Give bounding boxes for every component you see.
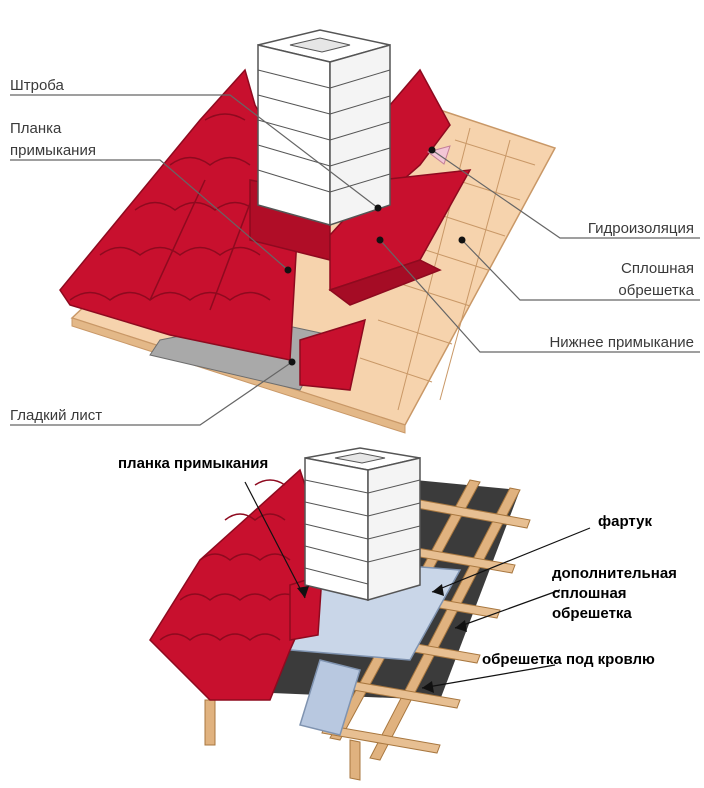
bottom-leader-arrows — [297, 584, 467, 693]
bottom-chimney — [304, 447, 421, 601]
top-leader-lines — [10, 94, 700, 426]
bottom-roof-illustration — [149, 447, 531, 781]
label-solid-sheathing-1: Сплошная — [621, 260, 694, 277]
label-solid-sheathing-2: обрешетка — [618, 282, 694, 299]
label-smooth-sheet: Гладкий лист — [10, 407, 102, 424]
label-extra-sheathing-2: сплошная — [552, 585, 627, 602]
top-leader-dots — [284, 146, 466, 366]
label-chase: Штроба — [10, 77, 65, 94]
bottom-tile-waves — [159, 479, 301, 641]
bottom-leader-lines — [244, 481, 591, 689]
label-roof-battens: обрешетка под кровлю — [482, 651, 655, 668]
bottom-battens — [321, 499, 531, 754]
top-roof-illustration — [59, 29, 557, 434]
label-junction-strip-2: примыкания — [10, 142, 96, 159]
label-extra-sheathing-3: обрешетка — [552, 605, 632, 622]
label-junction-strip-bottom: планка примыкания — [118, 455, 268, 472]
top-tile-waves — [69, 113, 271, 311]
label-apron: фартук — [598, 513, 652, 530]
label-junction-strip-1: Планка — [10, 120, 62, 137]
top-lower-junction — [328, 259, 442, 306]
label-waterproofing: Гидроизоляция — [588, 220, 694, 237]
label-lower-junction: Нижнее примыкание — [549, 334, 694, 351]
label-extra-sheathing-1: дополнительная — [552, 565, 677, 582]
top-chimney — [257, 29, 391, 227]
top-lower-junction-strip — [299, 318, 367, 391]
bottom-apron-strip — [299, 659, 361, 736]
